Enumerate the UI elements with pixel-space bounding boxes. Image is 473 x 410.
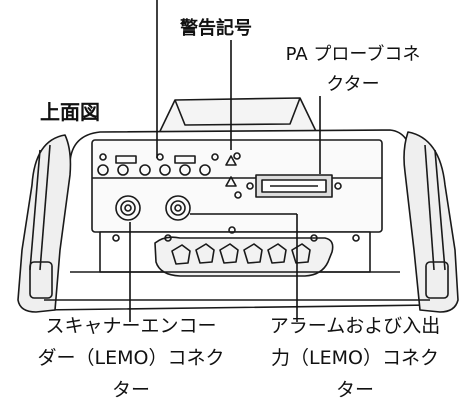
alarm-io-label: アラームおよび入出 力（LEMO）コネク ター xyxy=(240,310,470,406)
warning-triangle-icons xyxy=(225,155,242,199)
scanner-encoder-label: スキャナーエンコー ダー（LEMO）コネク ター xyxy=(0,310,262,406)
encoder-label-line-2: ダー（LEMO）コネク xyxy=(37,347,225,369)
upper-connector-row xyxy=(97,152,241,176)
pa-probe-label-line-2: クター xyxy=(326,74,380,95)
lemo-encoder-connector xyxy=(115,195,141,221)
alarm-label-line-2: 力（LEMO）コネク xyxy=(271,347,439,369)
vent-grille xyxy=(154,236,334,277)
top-view-label: 上面図 xyxy=(40,100,100,124)
lemo-alarm-connector xyxy=(165,195,191,221)
encoder-label-line-1: スキャナーエンコー xyxy=(45,315,217,337)
pa-probe-connector-label: PA プローブコネ クター xyxy=(258,40,448,100)
warning-marks-label: 警告記号 xyxy=(180,18,252,39)
alarm-label-line-1: アラームおよび入出 xyxy=(269,315,441,337)
encoder-label-line-3: ター xyxy=(111,379,150,401)
pa-probe-label-line-1: PA プローブコネ xyxy=(285,44,421,65)
pa-probe-connector xyxy=(246,174,342,198)
alarm-label-line-3: ター xyxy=(335,379,374,401)
leader-lines xyxy=(129,0,321,322)
